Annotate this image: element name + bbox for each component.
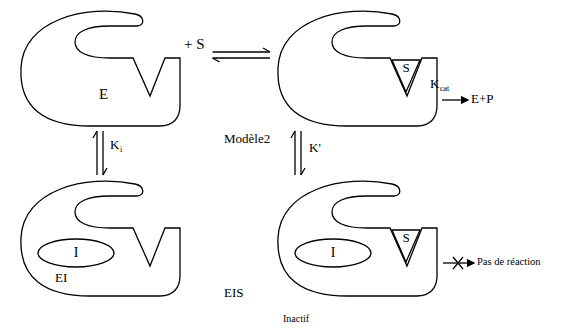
rate-constant: K — [430, 77, 439, 91]
enzyme-outline — [21, 181, 180, 296]
connector-line — [301, 168, 305, 175]
enzyme-outline — [278, 181, 437, 296]
connector-line — [102, 131, 103, 175]
substrate-triangle — [392, 230, 420, 262]
connector-line — [213, 51, 270, 52]
state-note: Inactif — [283, 313, 309, 324]
rate-constant: K — [110, 138, 119, 152]
inhibitor-outline — [38, 239, 114, 267]
enzyme-outline — [278, 11, 437, 126]
connector-line — [96, 131, 97, 175]
substrate-label: S — [402, 61, 409, 75]
connector-line — [213, 58, 220, 62]
enzyme-outline — [272, 178, 437, 298]
blocked-arrow — [443, 257, 474, 269]
outcome-label: Pas de réaction — [477, 256, 541, 268]
reactant-label: + S — [184, 36, 205, 53]
equilibrium-arrow — [213, 48, 270, 62]
substrate-label: S — [402, 231, 409, 245]
connector-line — [294, 131, 295, 175]
rate-subscript: cat — [440, 85, 449, 94]
equilibrium-arrow — [291, 131, 305, 175]
connector-line — [300, 131, 301, 175]
enzyme-label: EI — [55, 271, 67, 285]
model-title: Modèle2 — [224, 132, 270, 146]
equilibrium-arrow — [93, 131, 107, 175]
connector-line — [93, 131, 97, 138]
enzyme-outline — [15, 8, 180, 128]
enzyme-shape: EISSI — [272, 178, 437, 298]
kcat-arrow — [442, 97, 468, 104]
inhibitor-ellipse: I — [294, 238, 372, 268]
connector-line — [103, 168, 107, 175]
enzyme-shape: EI I — [15, 178, 180, 298]
inhibitor-label: I — [331, 245, 336, 260]
connector-line — [263, 48, 270, 52]
inhibitor-label: I — [74, 245, 79, 260]
enzyme-shape: E — [15, 8, 180, 128]
enzyme-outline — [15, 178, 180, 298]
rate-constant: K' — [309, 141, 321, 155]
enzyme-shape: S — [272, 8, 437, 128]
connector-line — [213, 57, 270, 58]
enzyme-outline — [21, 11, 180, 126]
rate-subscript: i — [120, 146, 122, 155]
enzyme-label: E — [99, 86, 108, 103]
inhibitor-ellipse: I — [37, 238, 115, 268]
inhibitor-outline — [295, 239, 371, 267]
connector-line — [291, 131, 295, 138]
enzyme-outline — [272, 8, 437, 128]
product-label: E+P — [471, 92, 494, 106]
enzyme-label: EIS — [224, 286, 244, 300]
substrate-triangle — [392, 60, 420, 92]
